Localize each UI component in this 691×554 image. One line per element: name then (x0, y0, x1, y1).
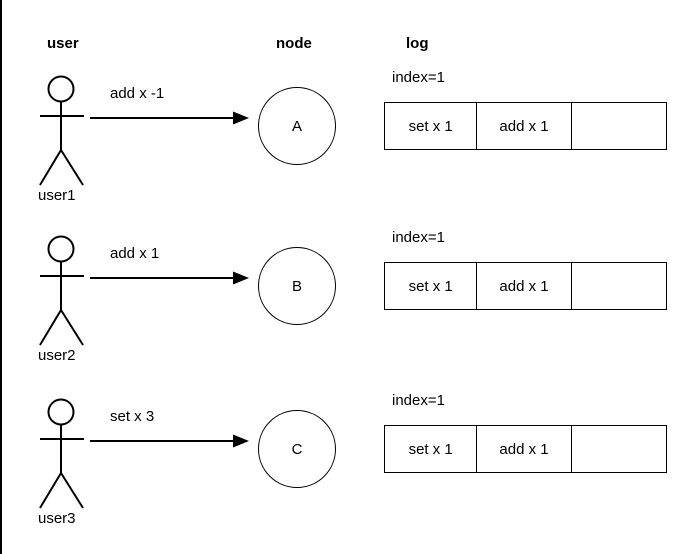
stick-figure-icon (32, 395, 106, 520)
log-index-label: index=1 (392, 229, 445, 246)
log-table: set x 1 add x 1 (384, 262, 667, 310)
column-header-node: node (276, 35, 312, 52)
diagram-row: user1 add x -1 A index=1 set x 1 add x 1 (2, 62, 691, 227)
node-label: A (291, 117, 302, 135)
log-cell: add x 1 (477, 426, 572, 472)
right-arrow-icon (90, 110, 250, 126)
right-arrow-icon (90, 433, 250, 449)
log-table: set x 1 add x 1 (384, 102, 667, 150)
node-circle: C (258, 410, 336, 488)
log-cell (572, 103, 666, 149)
arrow-label: set x 3 (110, 408, 155, 425)
log-cell: set x 1 (385, 426, 478, 472)
log-cell: add x 1 (477, 103, 572, 149)
actor-label: user3 (38, 510, 76, 527)
node-label: B (291, 277, 302, 295)
right-arrow-icon (90, 270, 250, 286)
log-cell (572, 263, 666, 309)
arrow-label: add x 1 (110, 245, 160, 262)
actor-label: user1 (38, 187, 76, 204)
log-cell: set x 1 (385, 103, 478, 149)
log-cell: add x 1 (477, 263, 572, 309)
node-circle: A (258, 87, 336, 165)
log-cell: set x 1 (385, 263, 478, 309)
stick-figure-icon (32, 232, 106, 357)
log-index-label: index=1 (392, 392, 445, 409)
column-header-log: log (406, 35, 429, 52)
stick-figure-icon (32, 72, 106, 197)
log-index-label: index=1 (392, 69, 445, 86)
column-header-user: user (47, 35, 79, 52)
actor-label: user2 (38, 347, 76, 364)
diagram-row: user3 set x 3 C index=1 set x 1 add x 1 (2, 385, 691, 550)
arrow-label: add x -1 (110, 85, 165, 102)
log-cell (572, 426, 666, 472)
diagram-row: user2 add x 1 B index=1 set x 1 add x 1 (2, 222, 691, 387)
log-table: set x 1 add x 1 (384, 425, 667, 473)
node-circle: B (258, 247, 336, 325)
node-label: C (291, 440, 303, 458)
